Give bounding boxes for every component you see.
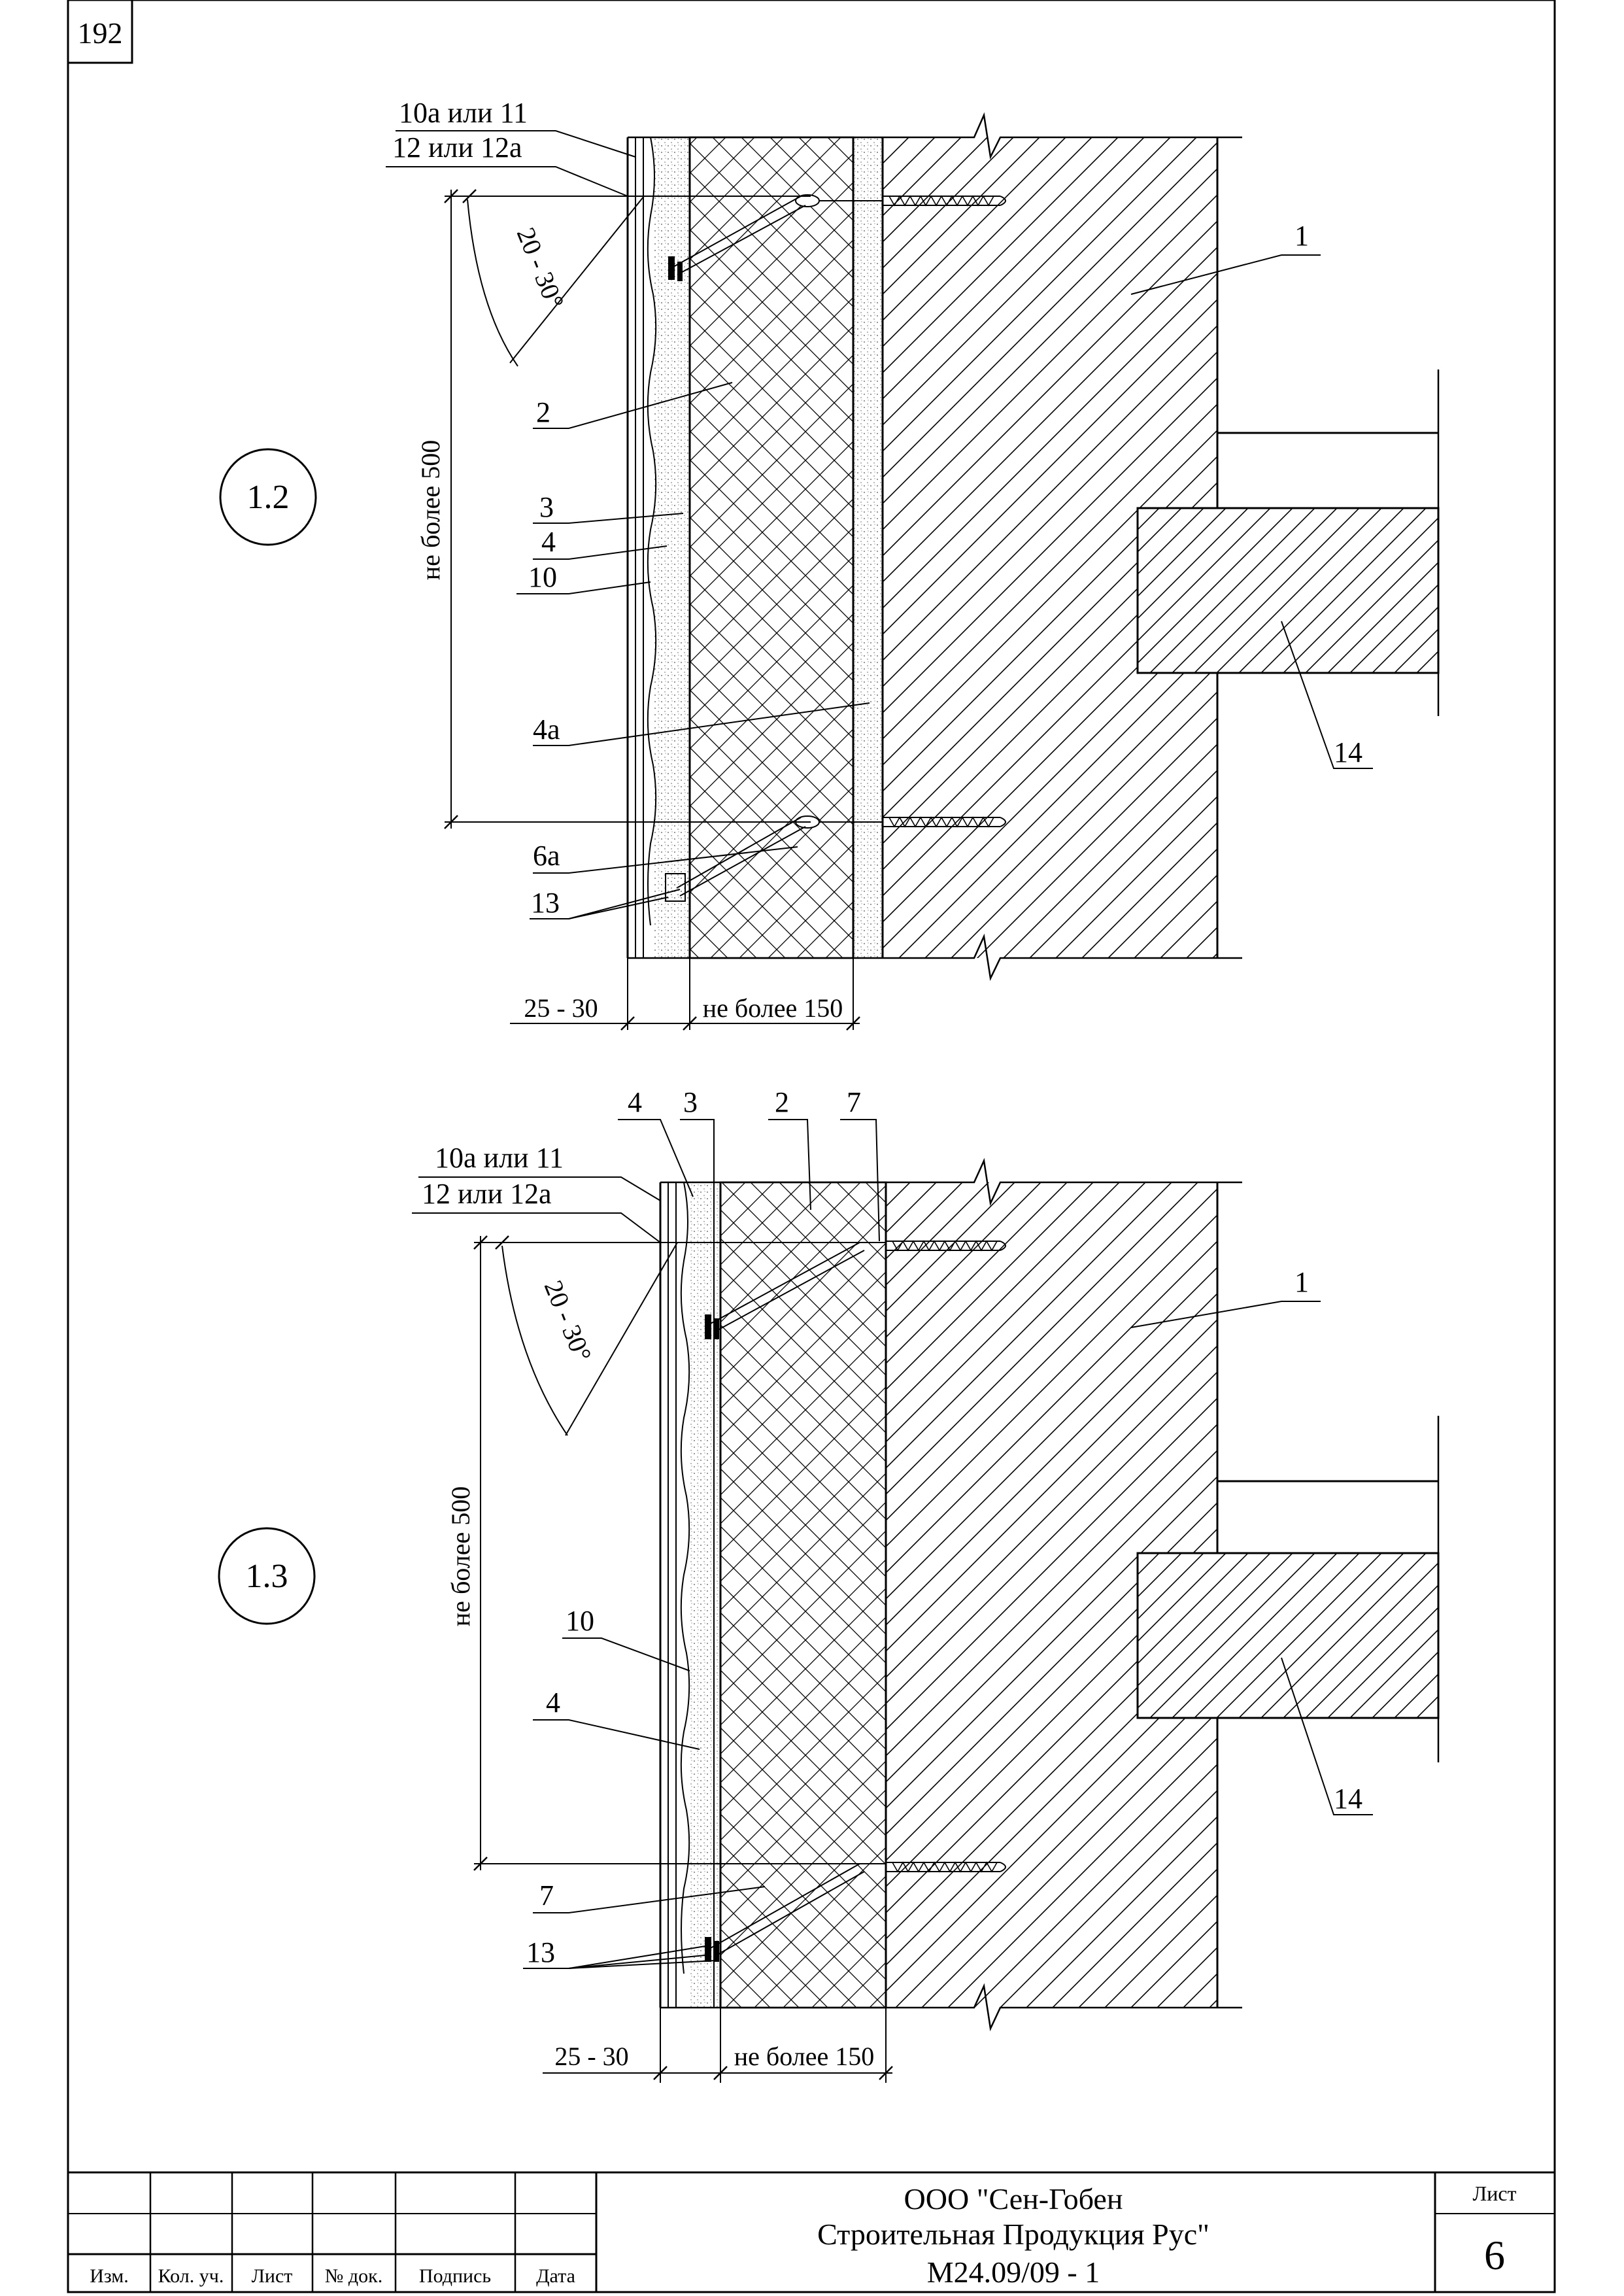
label-10: 10 xyxy=(528,561,557,593)
header-signature: Подпись xyxy=(419,2265,491,2287)
document-code: М24.09/09 - 1 xyxy=(927,2255,1100,2289)
anchor-bottom xyxy=(665,815,1006,902)
angle-label: 20 - 30° xyxy=(511,224,570,313)
gap-dimension: 25 - 30 xyxy=(554,2042,628,2071)
wavy-reinforcement xyxy=(647,137,657,926)
detail-marker-label: 1.2 xyxy=(247,479,290,516)
page-number: 192 xyxy=(78,16,123,50)
label-3: 3 xyxy=(539,491,554,523)
page-number-box xyxy=(67,0,133,64)
anchor-top xyxy=(668,194,1006,281)
label-14: 14 xyxy=(1334,736,1362,768)
vertical-dimension: не более 500 xyxy=(446,1486,475,1626)
label-1: 1 xyxy=(1294,1266,1309,1298)
label-10a-or-11: 10а или 11 xyxy=(399,97,528,129)
company-line-2: Строительная Продукция Рус" xyxy=(817,2218,1210,2251)
detail-marker xyxy=(218,1527,316,1625)
label-12-or-12a: 12 или 12а xyxy=(392,131,522,163)
sheet-number: 6 xyxy=(1484,2232,1505,2278)
header-doc-no: № док. xyxy=(325,2265,382,2287)
sheet-frame xyxy=(67,0,1556,2293)
label-2-top: 2 xyxy=(775,1086,789,1118)
label-3-top: 3 xyxy=(683,1086,698,1118)
detail-1-3: 20 - 30° не более 500 25 - 30 не более 1… xyxy=(218,1086,1440,2083)
label-14: 14 xyxy=(1334,1783,1362,1815)
insulation-dimension: не более 150 xyxy=(734,2042,874,2071)
insulation-dimension: не более 150 xyxy=(703,993,843,1023)
label-2: 2 xyxy=(536,396,550,428)
insulation-board xyxy=(719,1181,887,2009)
wavy-reinforcement xyxy=(680,1182,690,1974)
header-izm: Изм. xyxy=(90,2265,129,2287)
plaster-layer-4a xyxy=(853,137,883,958)
vertical-dimension: не более 500 xyxy=(416,440,445,580)
gap-dimension: 25 - 30 xyxy=(524,993,598,1023)
label-13: 13 xyxy=(531,887,560,919)
label-10: 10 xyxy=(566,1605,594,1637)
label-4a: 4а xyxy=(533,713,560,745)
detail-marker xyxy=(219,448,317,546)
header-date: Дата xyxy=(536,2265,575,2287)
plaster-layer xyxy=(690,1182,720,2008)
label-4-top: 4 xyxy=(628,1086,642,1118)
label-1: 1 xyxy=(1294,220,1309,252)
insulation-board xyxy=(688,136,854,959)
company-line-1: ООО "Сен-Гобен xyxy=(904,2182,1123,2216)
detail-marker-label: 1.3 xyxy=(246,1558,288,1595)
sheet-label: Лист xyxy=(1472,2182,1516,2205)
angle-label: 20 - 30° xyxy=(539,1277,598,1366)
anchor-top xyxy=(705,1240,1006,1339)
anchor-bottom xyxy=(705,1861,1006,1962)
label-4: 4 xyxy=(541,526,556,558)
label-7: 7 xyxy=(539,1879,554,1911)
label-6a: 6а xyxy=(533,840,560,872)
label-4: 4 xyxy=(546,1687,560,1719)
title-block: Изм. Кол. уч. Лист № док. Подпись Дата О… xyxy=(68,2171,1555,2292)
header-kol-uch: Кол. уч. xyxy=(158,2265,224,2287)
label-7-top: 7 xyxy=(847,1086,861,1118)
label-13: 13 xyxy=(526,1936,555,1968)
header-list: Лист xyxy=(252,2265,293,2287)
label-12-or-12a: 12 или 12а xyxy=(422,1178,552,1210)
label-10a-or-11: 10а или 11 xyxy=(435,1142,564,1174)
detail-1-2: 20 - 30° не более 500 25 - 30 не более 1… xyxy=(219,97,1440,1031)
